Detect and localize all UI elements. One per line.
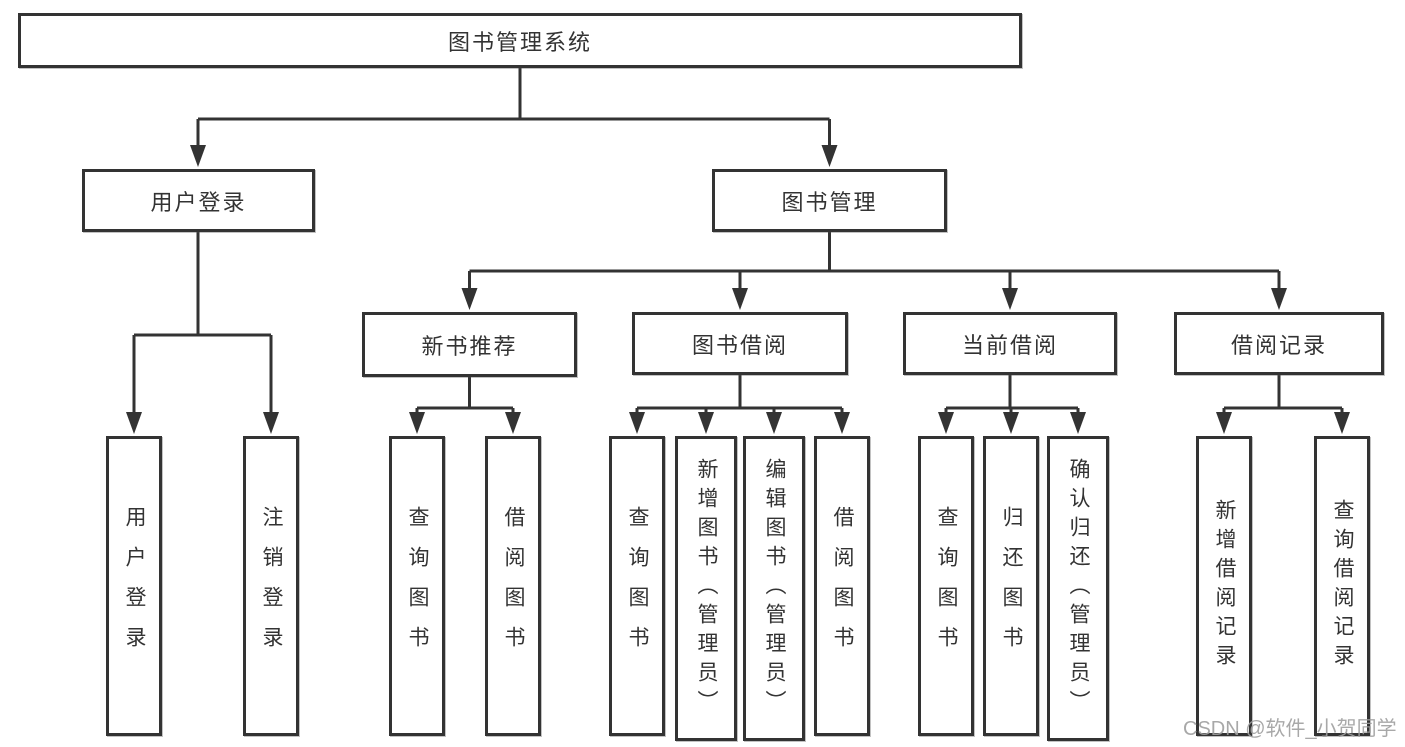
node-book-management: 图书管理 xyxy=(712,169,947,232)
connector-borrow-records-branch xyxy=(1222,375,1344,418)
leaf-edit-book-admin: 编辑图书（管理员） xyxy=(743,436,805,741)
leaf-logout: 注销登录 xyxy=(243,436,299,736)
connector-root-to-level1 xyxy=(196,68,831,150)
leaf-query-book-current: 查询图书 xyxy=(918,436,974,736)
leaf-user-login: 用户登录 xyxy=(106,436,162,736)
leaf-borrow-book: 借阅图书 xyxy=(814,436,870,736)
arrowheads xyxy=(126,145,1350,434)
node-current-borrowing: 当前借阅 xyxy=(903,312,1117,375)
leaf-add-borrow-record: 新增借阅记录 xyxy=(1196,436,1252,736)
leaf-borrow-book-recommend: 借阅图书 xyxy=(485,436,541,736)
leaf-add-book-admin: 新增图书（管理员） xyxy=(675,436,737,741)
csdn-watermark: CSDN @软件_小贺同学 xyxy=(1183,718,1397,740)
leaf-confirm-return-admin: 确认归还（管理员） xyxy=(1047,436,1109,741)
connector-paths xyxy=(132,68,1344,418)
leaf-return-book: 归还图书 xyxy=(983,436,1039,736)
node-book-borrowing: 图书借阅 xyxy=(632,312,848,375)
node-user-login: 用户登录 xyxy=(82,169,315,232)
connector-book-mgmt-to-level2 xyxy=(468,232,1281,293)
node-borrowing-records: 借阅记录 xyxy=(1174,312,1384,375)
connector-user-login-branch xyxy=(132,232,273,416)
connector-new-book-rec-branch xyxy=(415,377,515,418)
leaf-query-borrow-record: 查询借阅记录 xyxy=(1314,436,1370,736)
connector-current-borrow-branch xyxy=(944,375,1080,418)
leaf-query-book-recommend: 查询图书 xyxy=(389,436,445,736)
node-root: 图书管理系统 xyxy=(18,13,1022,68)
leaf-query-book-borrowing: 查询图书 xyxy=(609,436,665,736)
node-new-book-recommend: 新书推荐 xyxy=(362,312,577,377)
connector-book-borrow-branch xyxy=(635,375,844,418)
